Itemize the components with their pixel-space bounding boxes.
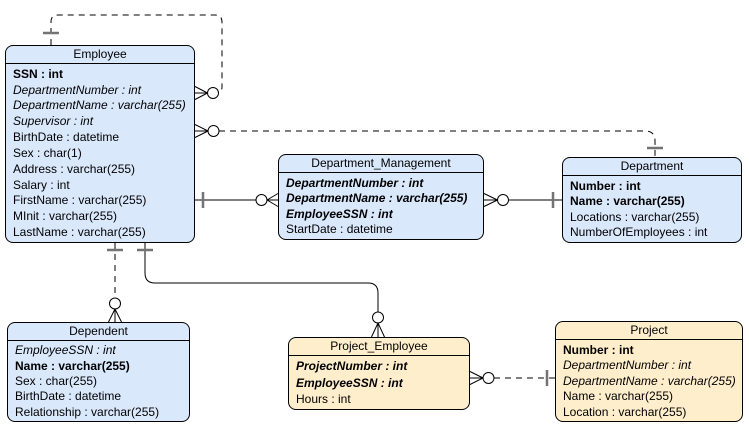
entity-department-title: Department: [563, 158, 741, 176]
field-departmentname: DepartmentName : varchar(255): [286, 191, 468, 206]
entity-employee-title: Employee: [6, 46, 194, 64]
connector-line: [219, 130, 656, 157]
field-birthdate: BirthDate : datetime: [13, 130, 120, 145]
field-departmentname: DepartmentName : varchar(255): [563, 373, 736, 388]
relationship-employee-department[interactable]: [194, 124, 663, 158]
relationship-employee-department-management[interactable]: [195, 192, 279, 208]
field-name: Name : varchar(255): [15, 358, 130, 373]
entity-project-title: Project: [556, 322, 742, 340]
crowfoot-many: [266, 193, 279, 207]
zero-circle: [207, 87, 219, 99]
field-address: Address : varchar(255): [13, 161, 136, 176]
zero-circle: [255, 194, 268, 206]
zero-circle: [372, 311, 384, 324]
relationship-employee-dependent[interactable]: [107, 243, 123, 323]
entity-dependent[interactable]: Dependent EmployeeSSN : int Name : varch…: [7, 322, 190, 422]
field-employeessn: EmployeeSSN : int: [286, 206, 393, 221]
entity-project-employee-fields: ProjectNumber : int EmployeeSSN : int Ho…: [289, 356, 469, 409]
entity-project[interactable]: Project Number : int DepartmentNumber : …: [555, 321, 743, 422]
field-location: Location : varchar(255): [563, 404, 687, 419]
field-name: Name : varchar(255): [570, 194, 685, 209]
entity-dependent-title: Dependent: [8, 323, 189, 341]
field-employeessn: EmployeeSSN : int: [296, 375, 403, 390]
field-name: Name : varchar(255): [563, 389, 674, 403]
entity-project-employee-title: Project_Employee: [289, 338, 469, 356]
field-sex: Sex : char(1): [13, 145, 82, 160]
entity-employee-fields: SSN : int DepartmentNumber : int Departm…: [6, 64, 194, 242]
zero-circle: [497, 194, 509, 206]
field-numberofemployees: NumberOfEmployees : int: [570, 225, 708, 240]
entity-project-employee[interactable]: Project_Employee ProjectNumber : int Emp…: [288, 337, 470, 410]
crowfoot-many: [194, 124, 209, 138]
field-salary: Salary : int: [13, 177, 70, 192]
relationship-employee-project-employee[interactable]: [137, 243, 385, 338]
connector-line: [50, 14, 223, 94]
crowfoot-many: [371, 322, 385, 338]
crowfoot-many: [194, 86, 208, 100]
zero-circle: [482, 372, 495, 384]
entity-department-management-fields: DepartmentNumber : int DepartmentName : …: [279, 173, 483, 239]
crowfoot-many: [469, 371, 484, 385]
crowfoot-many: [108, 308, 122, 323]
zero-circle: [109, 297, 121, 310]
field-lastname: LastName : varchar(255): [13, 225, 146, 240]
relationship-department-management-department[interactable]: [483, 192, 562, 208]
field-locations: Locations : varchar(255): [570, 209, 700, 224]
entity-project-fields: Number : int DepartmentNumber : int Depa…: [556, 340, 742, 421]
field-minit: MInit : varchar(255): [13, 209, 118, 224]
field-ssn: SSN : int: [13, 66, 63, 81]
entity-department-management[interactable]: Department_Management DepartmentNumber :…: [278, 154, 484, 240]
field-sex: Sex : char(255): [15, 373, 98, 388]
field-departmentnumber: DepartmentNumber : int: [286, 175, 424, 190]
crowfoot-many: [483, 193, 498, 207]
field-number: Number : int: [570, 178, 641, 193]
field-employeessn: EmployeeSSN : int: [15, 343, 116, 358]
relationship-employee-supervisor[interactable]: [43, 14, 223, 100]
field-relationship: Relationship : varchar(255): [15, 404, 160, 419]
field-projectnumber: ProjectNumber : int: [296, 359, 408, 374]
entity-dependent-fields: EmployeeSSN : int Name : varchar(255) Se…: [8, 341, 189, 421]
field-number: Number : int: [563, 342, 634, 357]
field-hours: Hours : int: [296, 391, 351, 406]
zero-circle: [207, 125, 220, 137]
field-firstname: FirstName : varchar(255): [13, 193, 147, 208]
connector-line: [144, 243, 379, 312]
field-supervisor: Supervisor : int: [13, 114, 94, 129]
entity-department[interactable]: Department Number : int Name : varchar(2…: [562, 157, 742, 243]
field-departmentnumber: DepartmentNumber : int: [563, 358, 692, 372]
field-startdate: StartDate : datetime: [286, 222, 393, 237]
field-departmentnumber: DepartmentNumber : int: [13, 82, 142, 97]
entity-employee[interactable]: Employee SSN : int DepartmentNumber : in…: [5, 45, 195, 243]
relationship-project-employee-project[interactable]: [469, 370, 555, 386]
field-birthdate: BirthDate : datetime: [15, 389, 122, 404]
field-departmentname: DepartmentName : varchar(255): [13, 98, 186, 113]
entity-department-management-title: Department_Management: [279, 155, 483, 173]
entity-department-fields: Number : int Name : varchar(255) Locatio…: [563, 176, 741, 242]
